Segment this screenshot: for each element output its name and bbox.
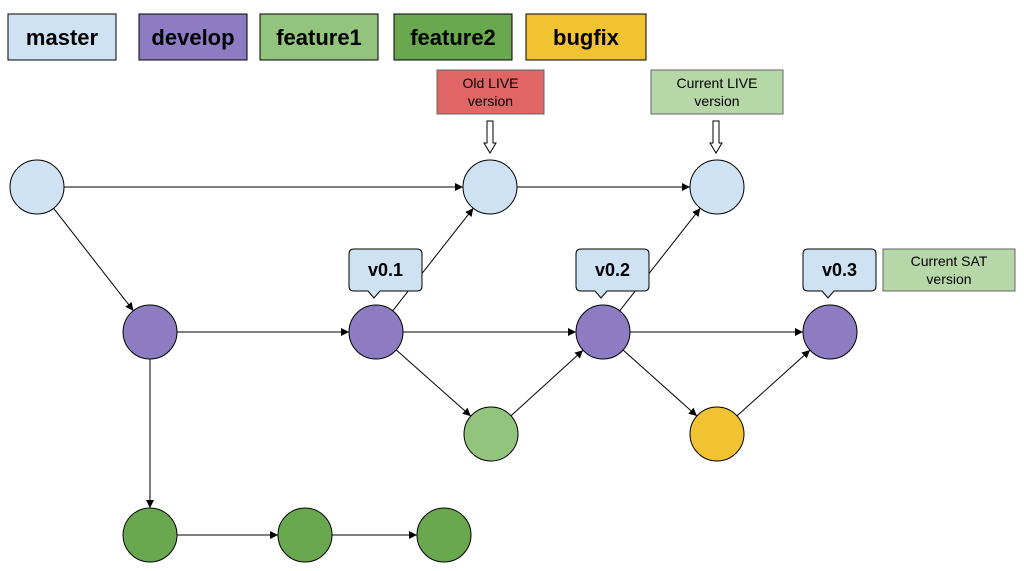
branch-legend: master develop feature1 feature2 bugfix xyxy=(7,13,647,61)
commit-feature1-f1 xyxy=(463,406,519,462)
legend-swatch-feature2 xyxy=(393,13,513,61)
commit-develop-d4 xyxy=(802,304,858,360)
version-tag-label: v0.1 xyxy=(368,260,403,280)
edge-m1-d1 xyxy=(53,207,134,312)
note-line: version xyxy=(926,271,971,287)
note-line: Old LIVE xyxy=(462,75,518,91)
commit-master-m1 xyxy=(9,159,65,215)
version-tag-label: v0.3 xyxy=(822,260,857,280)
legend-master: master xyxy=(7,13,117,61)
legend-develop: develop xyxy=(138,13,248,61)
version-tag-bubble xyxy=(802,248,877,299)
commits xyxy=(9,159,858,563)
legend-swatch-develop xyxy=(138,13,248,61)
version-tag-t02: v0.2 xyxy=(575,248,650,299)
commit-feature2-g3 xyxy=(416,507,472,563)
note-line: version xyxy=(694,93,739,109)
commit-develop-d1 xyxy=(122,304,178,360)
down-arrow-icon xyxy=(709,120,723,154)
legend-swatch-master xyxy=(7,13,117,61)
edge-d2-f1 xyxy=(395,349,472,417)
edge-d2-m2 xyxy=(392,207,474,312)
legend-label-develop: develop xyxy=(151,25,234,50)
note-box xyxy=(650,69,784,115)
edge-d3-b1 xyxy=(622,349,698,417)
note-line: version xyxy=(468,93,513,109)
note-old-live: Old LIVE version xyxy=(436,69,545,154)
commit-bugfix-b1 xyxy=(689,406,745,462)
commit-master-m3 xyxy=(689,159,745,215)
note-current-live: Current LIVE version xyxy=(650,69,784,154)
note-box xyxy=(436,69,545,115)
note-line: Current LIVE xyxy=(677,75,758,91)
commit-master-m2 xyxy=(462,159,518,215)
note-box xyxy=(882,248,1016,292)
version-tags: v0.1 v0.2 v0.3 xyxy=(348,248,877,299)
legend-label-master: master xyxy=(26,25,99,50)
commit-feature2-g1 xyxy=(122,507,178,563)
version-tag-t03: v0.3 xyxy=(802,248,877,299)
legend-label-bugfix: bugfix xyxy=(553,25,620,50)
legend-label-feature2: feature2 xyxy=(410,25,496,50)
legend-label-feature1: feature1 xyxy=(276,25,362,50)
legend-swatch-feature1 xyxy=(259,13,379,61)
legend-swatch-bugfix xyxy=(525,13,647,61)
commit-feature2-g2 xyxy=(277,507,333,563)
note-line: Current SAT xyxy=(911,253,988,269)
legend-bugfix: bugfix xyxy=(525,13,647,61)
down-arrow-icon xyxy=(483,120,497,154)
legend-feature2: feature2 xyxy=(393,13,513,61)
edges xyxy=(53,183,811,539)
commit-develop-d3 xyxy=(575,304,631,360)
version-tag-t01: v0.1 xyxy=(348,248,423,299)
note-current-sat: Current SAT version xyxy=(882,248,1016,292)
edge-b1-d4 xyxy=(736,349,811,417)
edge-f1-d3 xyxy=(510,349,584,417)
version-tag-bubble xyxy=(348,248,423,299)
commit-develop-d2 xyxy=(348,304,404,360)
legend-feature1: feature1 xyxy=(259,13,379,61)
edge-d3-m3 xyxy=(619,207,701,312)
version-tag-bubble xyxy=(575,248,650,299)
version-tag-label: v0.2 xyxy=(595,260,630,280)
